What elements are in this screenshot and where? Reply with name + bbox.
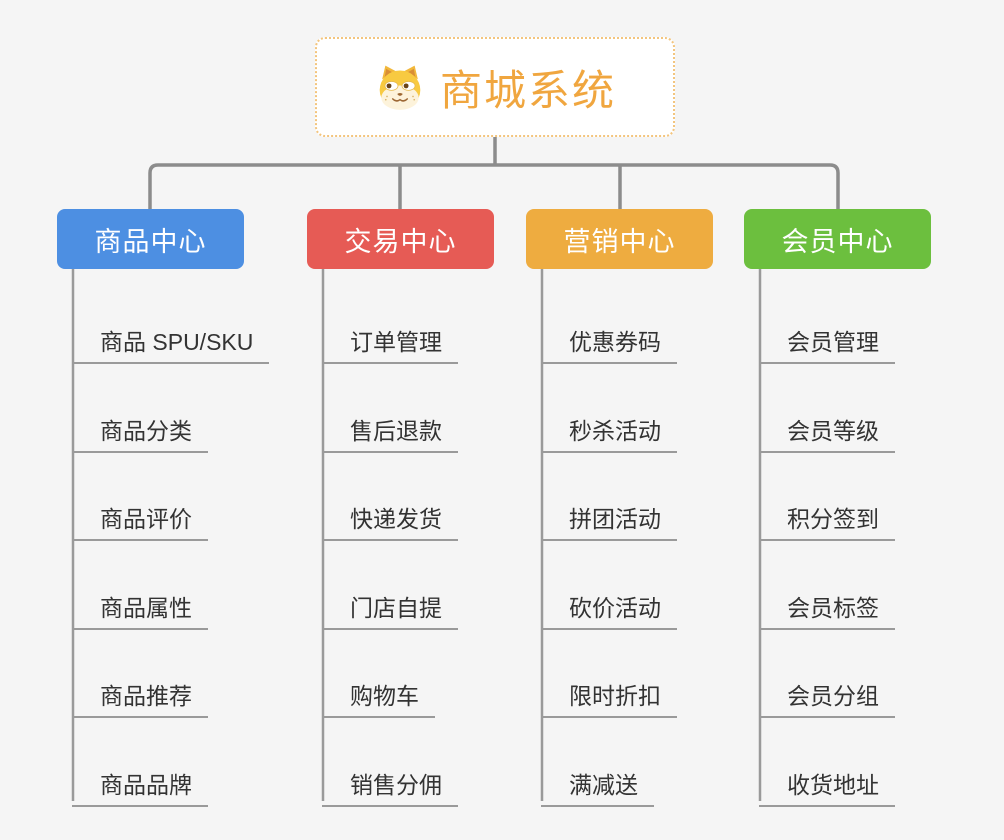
leaf-node[interactable]: 拼团活动 [541, 492, 677, 541]
root-title: 商城系统 [439, 66, 616, 114]
root-node[interactable]: 商城系统 [315, 37, 675, 137]
leaf-node[interactable]: 会员等级 [759, 404, 895, 453]
branch-node-product-center[interactable]: 商品中心 [57, 209, 244, 269]
leaf-node[interactable]: 商品属性 [72, 581, 208, 630]
leaf-node[interactable]: 会员分组 [759, 669, 895, 718]
branch-node-marketing-center[interactable]: 营销中心 [526, 209, 713, 269]
leaf-node[interactable]: 快递发货 [322, 492, 458, 541]
leaf-node[interactable]: 商品评价 [72, 492, 208, 541]
branch-node-trade-center[interactable]: 交易中心 [307, 209, 494, 269]
leaf-node[interactable]: 秒杀活动 [541, 404, 677, 453]
leaf-node[interactable]: 商品分类 [72, 404, 208, 453]
leaf-node[interactable]: 商品品牌 [72, 758, 208, 807]
leaf-node[interactable]: 会员标签 [759, 581, 895, 630]
leaf-node[interactable]: 收货地址 [759, 758, 895, 807]
leaf-node[interactable]: 商品推荐 [72, 669, 208, 718]
leaf-node[interactable]: 商品 SPU/SKU [72, 315, 270, 364]
leaf-node[interactable]: 砍价活动 [541, 581, 677, 630]
dog-icon [374, 63, 426, 112]
branch-node-member-center[interactable]: 会员中心 [744, 209, 931, 269]
leaf-node[interactable]: 积分签到 [759, 492, 895, 541]
leaf-node[interactable]: 销售分佣 [322, 758, 458, 807]
leaf-node[interactable]: 门店自提 [322, 581, 458, 630]
leaf-node[interactable]: 售后退款 [322, 404, 458, 453]
leaf-node[interactable]: 订单管理 [322, 315, 458, 364]
leaf-node[interactable]: 购物车 [322, 669, 435, 718]
leaf-node[interactable]: 满减送 [541, 758, 654, 807]
leaf-node[interactable]: 会员管理 [759, 315, 895, 364]
leaf-node[interactable]: 限时折扣 [541, 669, 677, 718]
leaf-node[interactable]: 优惠券码 [541, 315, 677, 364]
